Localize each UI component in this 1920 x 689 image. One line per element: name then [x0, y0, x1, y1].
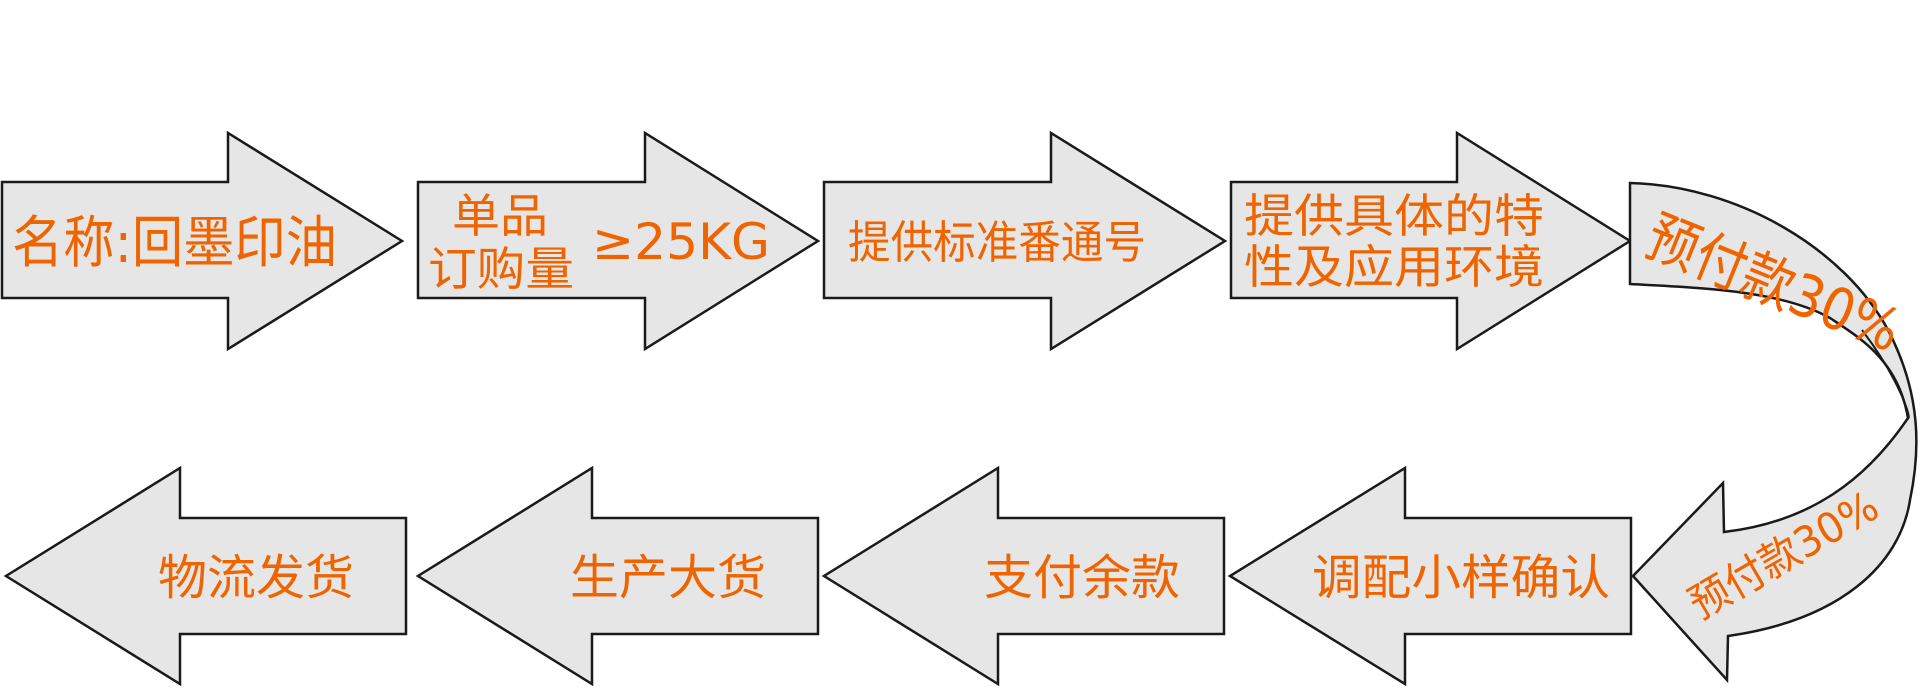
- step-arrow-3: 提供标准番通号: [822, 130, 1228, 352]
- step-arrow-6: 支付余款: [821, 465, 1226, 687]
- step-arrow-4: 提供具体的特 性及应用环境: [1229, 130, 1633, 352]
- step-7-label: 生产大货: [570, 550, 766, 606]
- step-3-label: 提供标准番通号: [848, 216, 1146, 269]
- step-arrow-8: 物流发货: [3, 465, 408, 687]
- step-arrow-1: 名称:回墨印油: [0, 130, 405, 352]
- step-2-label-line1: 单品: [452, 189, 548, 243]
- step-2-label-line2: 订购量: [428, 242, 574, 296]
- step-4-label-line1: 提供具体的特: [1244, 189, 1544, 243]
- step-6-label: 支付余款: [984, 550, 1180, 606]
- step-2-side-label: ≥25KG: [592, 213, 770, 271]
- step-arrow-5: 调配小样确认: [1227, 465, 1633, 687]
- step-arrow-2: 单品 订购量 ≥25KG: [416, 130, 821, 352]
- step-4-label-line2: 性及应用环境: [1244, 240, 1544, 294]
- curved-connector-arrow: 预付款30% 预付款30%: [1628, 181, 1918, 684]
- step-5-label: 调配小样确认: [1312, 550, 1610, 606]
- step-arrow-7: 生产大货: [415, 465, 820, 687]
- step-8-label: 物流发货: [158, 550, 354, 606]
- step-1-label: 名称:回墨印油: [12, 211, 337, 276]
